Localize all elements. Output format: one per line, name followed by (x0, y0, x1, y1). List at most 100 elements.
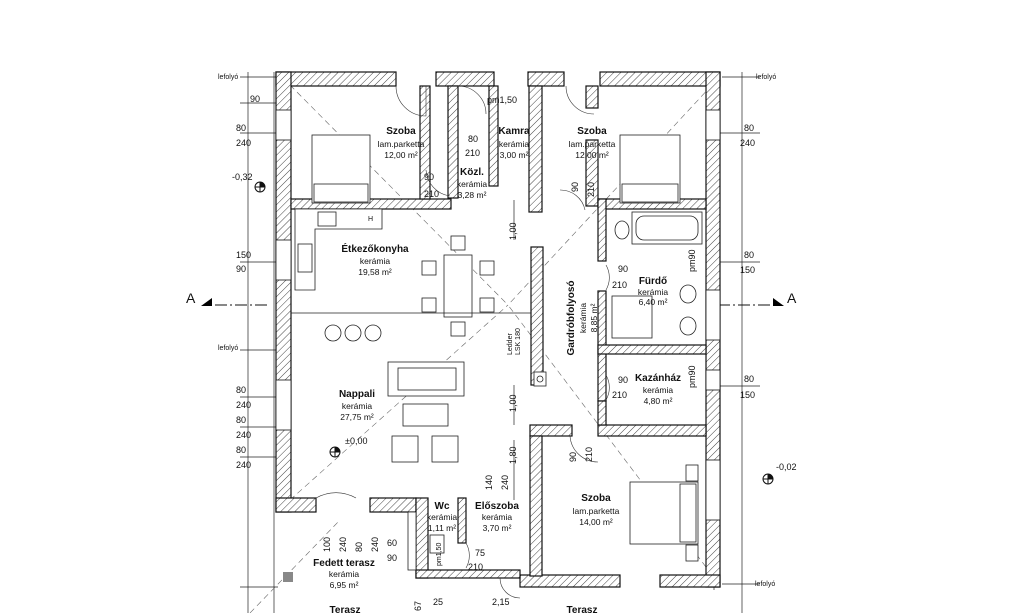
level-marker-left: -0,32 (232, 172, 253, 182)
dim-terrace-2: 240 (338, 537, 348, 552)
dim-left-11: 240 (236, 460, 251, 470)
room-nappali-material: kerámia (342, 401, 373, 411)
room-terasz-material: kerámia (329, 569, 360, 579)
hood-label: H (368, 216, 373, 223)
level-marker-right: -0,02 (776, 462, 797, 472)
dim-door-11: 90 (568, 452, 578, 462)
drain-label-2: lefolyó (756, 74, 776, 81)
dim-door-3: 90 (424, 172, 434, 182)
room-szoba-2-name: Szoba (577, 126, 607, 137)
coffee-table (402, 403, 449, 427)
dim-terrace-6: 90 (387, 553, 397, 563)
dim-terrace-9: 67 (413, 601, 423, 611)
section-mark-right: A (787, 290, 797, 306)
door-swings (315, 85, 610, 599)
ladder-type: LSK 180 (515, 328, 522, 355)
dim-corridor-2: 1,00 (508, 394, 518, 412)
dim-right-1: 80 (744, 123, 754, 133)
dim-left-1: 90 (250, 94, 260, 104)
dim-left-8: 80 (236, 415, 246, 425)
dim-left-3: 240 (236, 138, 251, 148)
dim-left-10: 80 (236, 445, 246, 455)
room-szoba-1-area: 12,00 m² (384, 150, 418, 160)
room-kamra-material: kerámia (499, 139, 530, 149)
room-kamra-name: Kamra (498, 126, 530, 137)
dim-right-5: 80 (744, 374, 754, 384)
room-terasz-3-name: Terasz (567, 605, 598, 613)
room-szoba-3-material: lam.parketta (573, 506, 620, 516)
room-nappali-name: Nappali (339, 389, 375, 400)
level-symbol-2 (329, 446, 341, 458)
dim-left-5: 90 (236, 264, 246, 274)
room-kazan-area: 4,80 m² (644, 396, 673, 406)
ladder-label: Ledder (507, 333, 514, 355)
drain-label-4: lefolyó (755, 581, 775, 588)
room-nappali-area: 27,75 m² (340, 412, 374, 422)
walls (275, 71, 721, 588)
room-labels: Szoba lam.parketta 12,00 m² Kamra kerámi… (313, 126, 681, 613)
opening-pm150-wc: pm1,50 (436, 543, 443, 566)
dim-door-7: 90 (618, 264, 628, 274)
room-furdo-area: 6,40 m² (639, 297, 668, 307)
dim-terrace-3: 80 (354, 542, 364, 552)
level-marker: ±0,00 (345, 436, 367, 446)
room-wc-material: kerámia (427, 512, 458, 522)
dim-right-4: 150 (740, 265, 755, 275)
room-gardrob-name: Gardróbfolyosó (566, 280, 577, 355)
dim-door-5: 90 (570, 182, 580, 192)
room-kamra-area: 3,00 m² (500, 150, 529, 160)
room-kozl-name: Közl. (460, 167, 484, 178)
dim-door-12: 210 (584, 447, 594, 462)
room-kazan-name: Kazánház (635, 373, 681, 384)
dim-door-1: 80 (468, 134, 478, 144)
dim-terrace-7: 75 (475, 548, 485, 558)
dining-table (443, 254, 473, 318)
dim-door-2: 210 (465, 148, 480, 158)
opening-pm90-2: pm90 (687, 365, 697, 388)
dim-left-4: 150 (236, 250, 251, 260)
dim-corridor-3: 1,80 (508, 446, 518, 464)
level-symbol-3 (762, 473, 774, 485)
drain-label-1: lefolyó (218, 74, 238, 81)
dim-door-10: 210 (612, 390, 627, 400)
dim-door-6: 210 (586, 182, 596, 197)
dim-terrace-5: 60 (387, 538, 397, 548)
room-etkezo-material: kerámia (360, 256, 391, 266)
room-szoba-2-material: lam.parketta (569, 139, 616, 149)
opening-pm150: pm1,50 (487, 95, 517, 105)
dim-corridor-5: 240 (500, 475, 510, 490)
dim-corridor-1: 1,00 (508, 222, 518, 240)
dim-right-2: 240 (740, 138, 755, 148)
room-wc-name: Wc (435, 501, 450, 512)
dim-terrace-11: 2,15 (492, 597, 510, 607)
dim-terrace-10: 25 (433, 597, 443, 607)
furniture (283, 134, 703, 582)
room-terasz-2-name: Terasz (330, 605, 361, 613)
dim-left-2: 80 (236, 123, 246, 133)
dim-right-6: 150 (740, 390, 755, 400)
dim-right-3: 80 (744, 250, 754, 260)
dim-left-9: 240 (236, 430, 251, 440)
dim-corridor-4: 140 (484, 475, 494, 490)
room-furdo-material: kerámia (638, 287, 669, 297)
room-terasz-area: 6,95 m² (330, 580, 359, 590)
dim-door-4: 210 (424, 189, 439, 199)
drain-label-3: lefolyó (218, 345, 238, 352)
dim-terrace-8: 210 (468, 562, 483, 572)
room-gardrob-material: kerámia (578, 303, 588, 334)
room-szoba-1-name: Szoba (386, 126, 416, 137)
dimension-numbers: 90 80 240 150 90 80 240 80 240 80 240 80… (236, 94, 755, 611)
opening-pm90-1: pm90 (687, 249, 697, 272)
room-kazan-material: kerámia (643, 385, 674, 395)
level-symbol-1 (254, 181, 266, 193)
room-etkezo-name: Étkezőkonyha (341, 242, 409, 255)
room-gardrob-area: 8,85 m² (589, 303, 599, 332)
room-kozl-material: kerámia (457, 179, 488, 189)
dim-terrace-4: 240 (370, 537, 380, 552)
room-szoba-3-area: 14,00 m² (579, 517, 613, 527)
room-eloszoba-material: kerámia (482, 512, 513, 522)
room-furdo-name: Fürdő (639, 276, 667, 287)
dim-left-6: 80 (236, 385, 246, 395)
